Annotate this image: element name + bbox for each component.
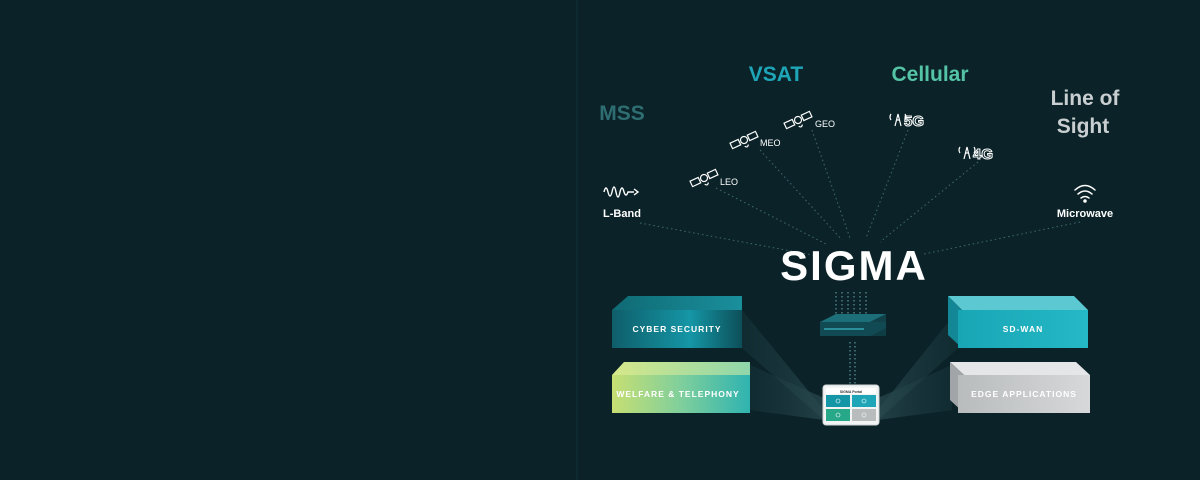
- connector-geo: [811, 129, 851, 239]
- connector-meo: [759, 149, 843, 241]
- satellite-geo-icon: [783, 110, 813, 130]
- hardware-link-lines: [835, 292, 867, 385]
- edge-applications-block: [950, 362, 1090, 413]
- sigma-title: SIGMA: [780, 242, 928, 289]
- sd-wan-block: [948, 296, 1088, 348]
- divider: [576, 0, 578, 480]
- beam-edge: [878, 365, 952, 420]
- category-los-line1: Line of: [1051, 87, 1121, 110]
- meo-label: MEO: [760, 138, 781, 148]
- lband-label: L-Band: [603, 208, 641, 220]
- cyber-security-label: CYBER SECURITY: [632, 324, 721, 334]
- microwave-wifi-icon: [1074, 184, 1096, 203]
- connector-lines: [639, 129, 1081, 257]
- sigma-hardware-unit: [820, 314, 886, 336]
- satellite-leo-icon: [689, 168, 719, 188]
- geo-label: GEO: [815, 119, 835, 129]
- connector-leo: [715, 187, 829, 246]
- leo-label: LEO: [720, 177, 738, 187]
- lband-wave-icon: [603, 186, 640, 198]
- satellite-meo-icon: [729, 130, 759, 150]
- connector-lband: [639, 222, 819, 257]
- category-vsat: VSAT: [749, 63, 804, 86]
- five-g-label: 5G: [904, 113, 924, 130]
- beam-welfare: [750, 365, 824, 420]
- welfare-telephony-label: WELFARE & TELEPHONY: [616, 389, 739, 399]
- sd-wan-label: SD-WAN: [1003, 324, 1043, 334]
- category-cellular: Cellular: [891, 63, 968, 86]
- sigma-portal-tablet: [822, 384, 880, 426]
- connector-4g: [879, 161, 979, 243]
- category-los-line2: Sight: [1057, 115, 1110, 138]
- category-mss: MSS: [599, 102, 645, 125]
- connector-microwave: [923, 221, 1081, 255]
- edge-applications-label: EDGE APPLICATIONS: [971, 389, 1077, 399]
- tower-4g-icon: [958, 146, 976, 160]
- microwave-label: Microwave: [1057, 208, 1113, 220]
- cyber-security-block: [612, 296, 742, 348]
- portal-title: SIGMA Portal: [840, 390, 862, 394]
- four-g-label: 4G: [973, 146, 993, 163]
- connector-5g: [865, 129, 909, 239]
- tower-5g-icon: [889, 113, 907, 127]
- welfare-telephony-block: [612, 362, 750, 413]
